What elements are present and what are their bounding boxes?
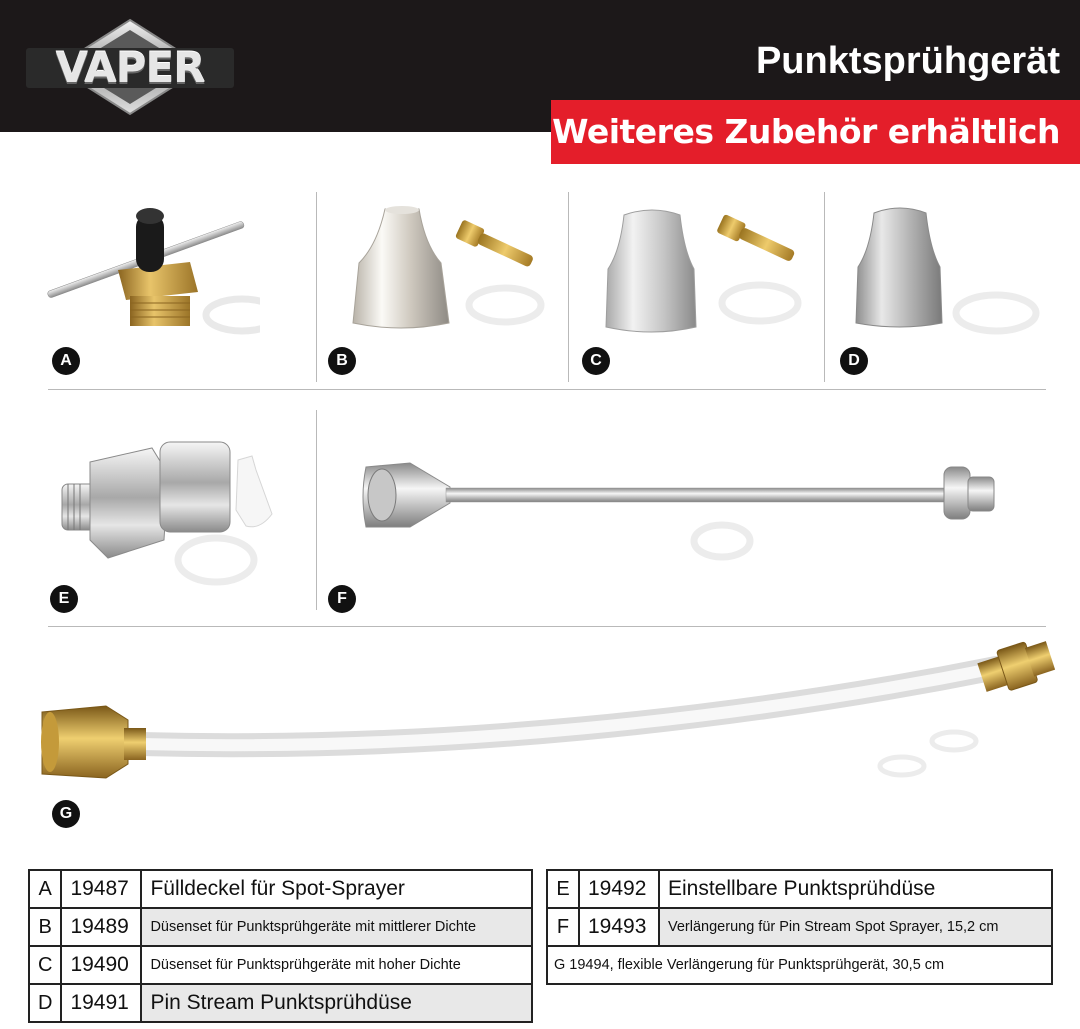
grid-divider [48,389,1046,390]
part-number: 19493 [578,907,660,947]
label-badge-b: B [328,347,356,375]
flexible-extension-30cm-image [41,641,1056,779]
row-letter: E [546,869,580,909]
row-letter: B [27,907,63,947]
row-letter: D [27,983,63,1023]
table-row: C 19490 Düsenset für Punktsprühgeräte mi… [27,945,533,985]
part-description: Fülldeckel für Spot-Sprayer [140,869,533,909]
grid-divider [568,192,569,382]
vaper-logo: VAPER [24,18,236,116]
label-badge-g: G [52,800,80,828]
table-row: B 19489 Düsenset für Punktsprühgeräte mi… [27,907,533,947]
pin-stream-nozzle-image [855,207,1040,335]
part-number: 19490 [60,945,143,985]
logo-diamond-icon [26,18,234,116]
table-row: A 19487 Fülldeckel für Spot-Sprayer [27,869,533,909]
row-letter: A [27,869,63,909]
grid-divider [316,410,317,610]
fill-cap-image [47,208,260,335]
label-badge-e: E [50,585,78,613]
accessory-banner-text: Weiteres Zubehör erhältlich [552,112,1060,151]
accessory-banner: Weiteres Zubehör erhältlich [551,100,1080,164]
row-letter: C [27,945,63,985]
part-description-full-row: G 19494, flexible Verlängerung für Punkt… [546,945,1053,985]
logo-text: VAPER [55,42,206,92]
parts-table-right: E 19492 Einstellbare Punktsprühdüse F 19… [546,869,1053,985]
part-number: 19492 [578,869,660,909]
part-description: Düsenset für Punktsprühgeräte mit hoher … [140,945,533,985]
page-title: Punktsprühgerät [755,40,1060,82]
label-badge-c: C [582,347,610,375]
label-badge-a: A [52,347,80,375]
table-row: D 19491 Pin Stream Punktsprühdüse [27,983,533,1023]
label-badge-d: D [840,347,868,375]
grid-divider [48,626,1046,627]
part-description: Verlängerung für Pin Stream Spot Sprayer… [658,907,1053,947]
parts-table-left: A 19487 Fülldeckel für Spot-Sprayer B 19… [27,869,533,1023]
part-description: Einstellbare Punktsprühdüse [658,869,1053,909]
row-letter: F [546,907,580,947]
nozzle-set-medium-image [352,206,545,329]
part-number: 19487 [60,869,143,909]
table-row: F 19493 Verlängerung für Pin Stream Spot… [546,907,1053,947]
table-row: G 19494, flexible Verlängerung für Punkt… [546,945,1053,985]
nozzle-set-high-image [605,209,802,333]
grid-divider [824,192,825,382]
part-description: Düsenset für Punktsprühgeräte mit mittle… [140,907,533,947]
grid-divider [316,192,317,382]
part-number: 19489 [60,907,143,947]
adjustable-nozzle-image [61,441,273,586]
part-number: 19491 [60,983,143,1023]
table-row: E 19492 Einstellbare Punktsprühdüse [546,869,1053,909]
header-bar: VAPER Punktsprühgerät [0,0,1080,132]
part-description: Pin Stream Punktsprühdüse [140,983,533,1023]
label-badge-f: F [328,585,356,613]
extension-15cm-image [362,462,995,561]
